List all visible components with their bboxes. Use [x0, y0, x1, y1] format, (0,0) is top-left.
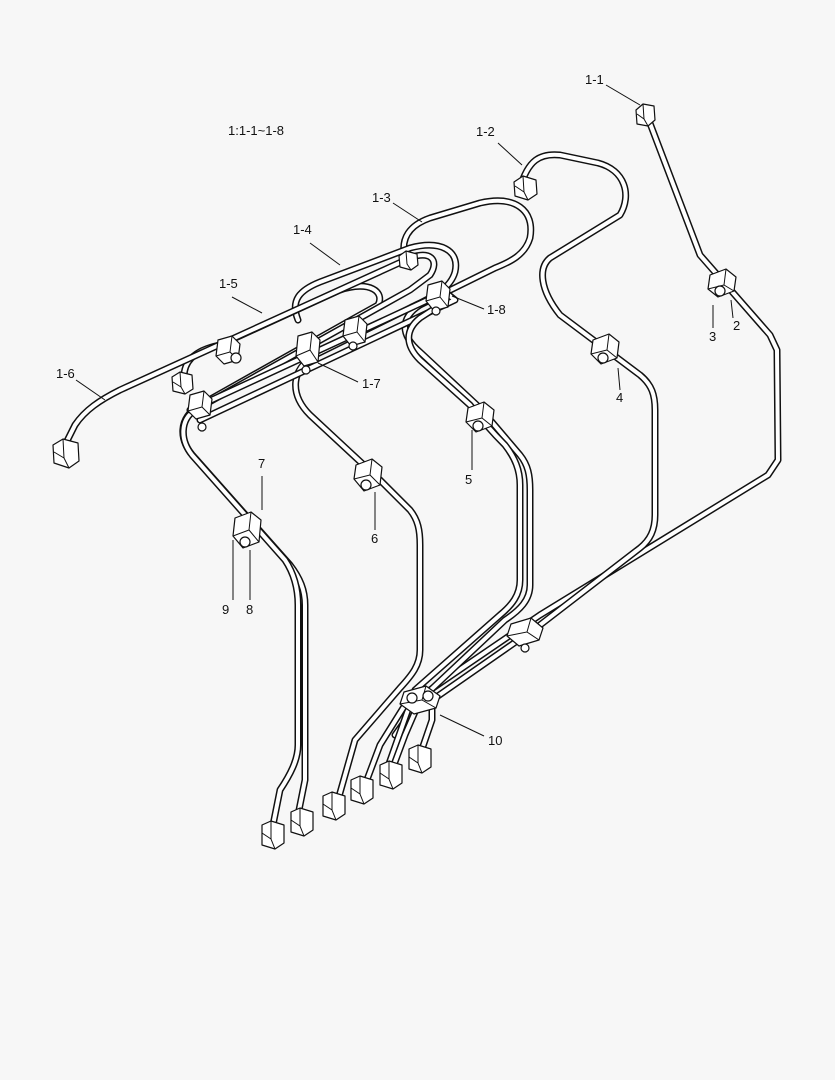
leader-1-4 [309, 242, 341, 266]
clamp-mid-a [342, 315, 368, 351]
clamp-1-7 [295, 331, 321, 375]
callout-1-4: 1-4 [293, 222, 312, 237]
pipe-outlets [361, 701, 436, 789]
callout-1-1: 1-1 [585, 72, 604, 87]
pipe-1-8 [381, 301, 524, 779]
leader-1-7 [317, 362, 359, 383]
pipe-1-2 [421, 151, 659, 709]
pipe-1-6 [61, 251, 438, 834]
nut-1-1 [635, 103, 656, 127]
leader-1-1 [605, 84, 641, 106]
callout-1-7: 1-7 [362, 376, 381, 391]
leader-1-6 [75, 379, 106, 401]
leader-1-3 [392, 202, 423, 223]
leader-4 [617, 367, 621, 391]
nut-out-3 [322, 791, 346, 821]
callout-3: 3 [709, 329, 716, 344]
clamp-7-8-9 [232, 511, 262, 549]
clamp-lower-right [506, 617, 544, 653]
nut-1-3 [398, 250, 419, 271]
nut-1-6 [52, 438, 80, 469]
callout-6: 6 [371, 531, 378, 546]
callout-9: 9 [222, 602, 229, 617]
clamp-left-a [215, 335, 242, 365]
clamp-10 [399, 685, 441, 715]
nut-out-6 [408, 744, 432, 774]
leader-1-2 [497, 142, 523, 166]
callout-group: 1-1 1-2 1-3 1-4 1-5 1-6 1-7 1-8 2 3 4 5 … [56, 72, 740, 748]
nut-group [52, 103, 656, 850]
callout-8: 8 [246, 602, 253, 617]
callout-2: 2 [733, 318, 740, 333]
leader-group [75, 84, 734, 737]
clamp-6 [353, 458, 383, 492]
callout-1-5: 1-5 [219, 276, 238, 291]
callout-1-8: 1-8 [487, 302, 506, 317]
leader-1-8 [451, 295, 485, 310]
clamp-left-b [187, 390, 213, 432]
leader-10 [439, 714, 485, 737]
nut-out-1 [261, 820, 285, 850]
nut-out-4 [350, 775, 374, 805]
nut-out-2 [290, 807, 314, 837]
callout-10: 10 [488, 733, 502, 748]
diagram-title: 1:1-1~1-8 [228, 123, 284, 138]
pipe-1-3 [391, 197, 535, 739]
clamp-1-8 [425, 280, 451, 316]
callout-7: 7 [258, 456, 265, 471]
callout-5: 5 [465, 472, 472, 487]
leader-2 [730, 299, 734, 319]
clamp-5 [465, 401, 495, 433]
callout-1-6: 1-6 [56, 366, 75, 381]
callout-1-2: 1-2 [476, 124, 495, 139]
callout-1-3: 1-3 [372, 190, 391, 205]
clamp-4 [590, 333, 620, 365]
callout-4: 4 [616, 390, 623, 405]
leader-1-5 [231, 296, 263, 314]
nut-1-2 [513, 175, 538, 201]
nut-1-5 [171, 371, 194, 395]
nut-out-5 [379, 760, 403, 790]
clamp-2-3 [707, 268, 737, 298]
pipe-group [61, 114, 782, 834]
clamp-group [187, 268, 737, 715]
